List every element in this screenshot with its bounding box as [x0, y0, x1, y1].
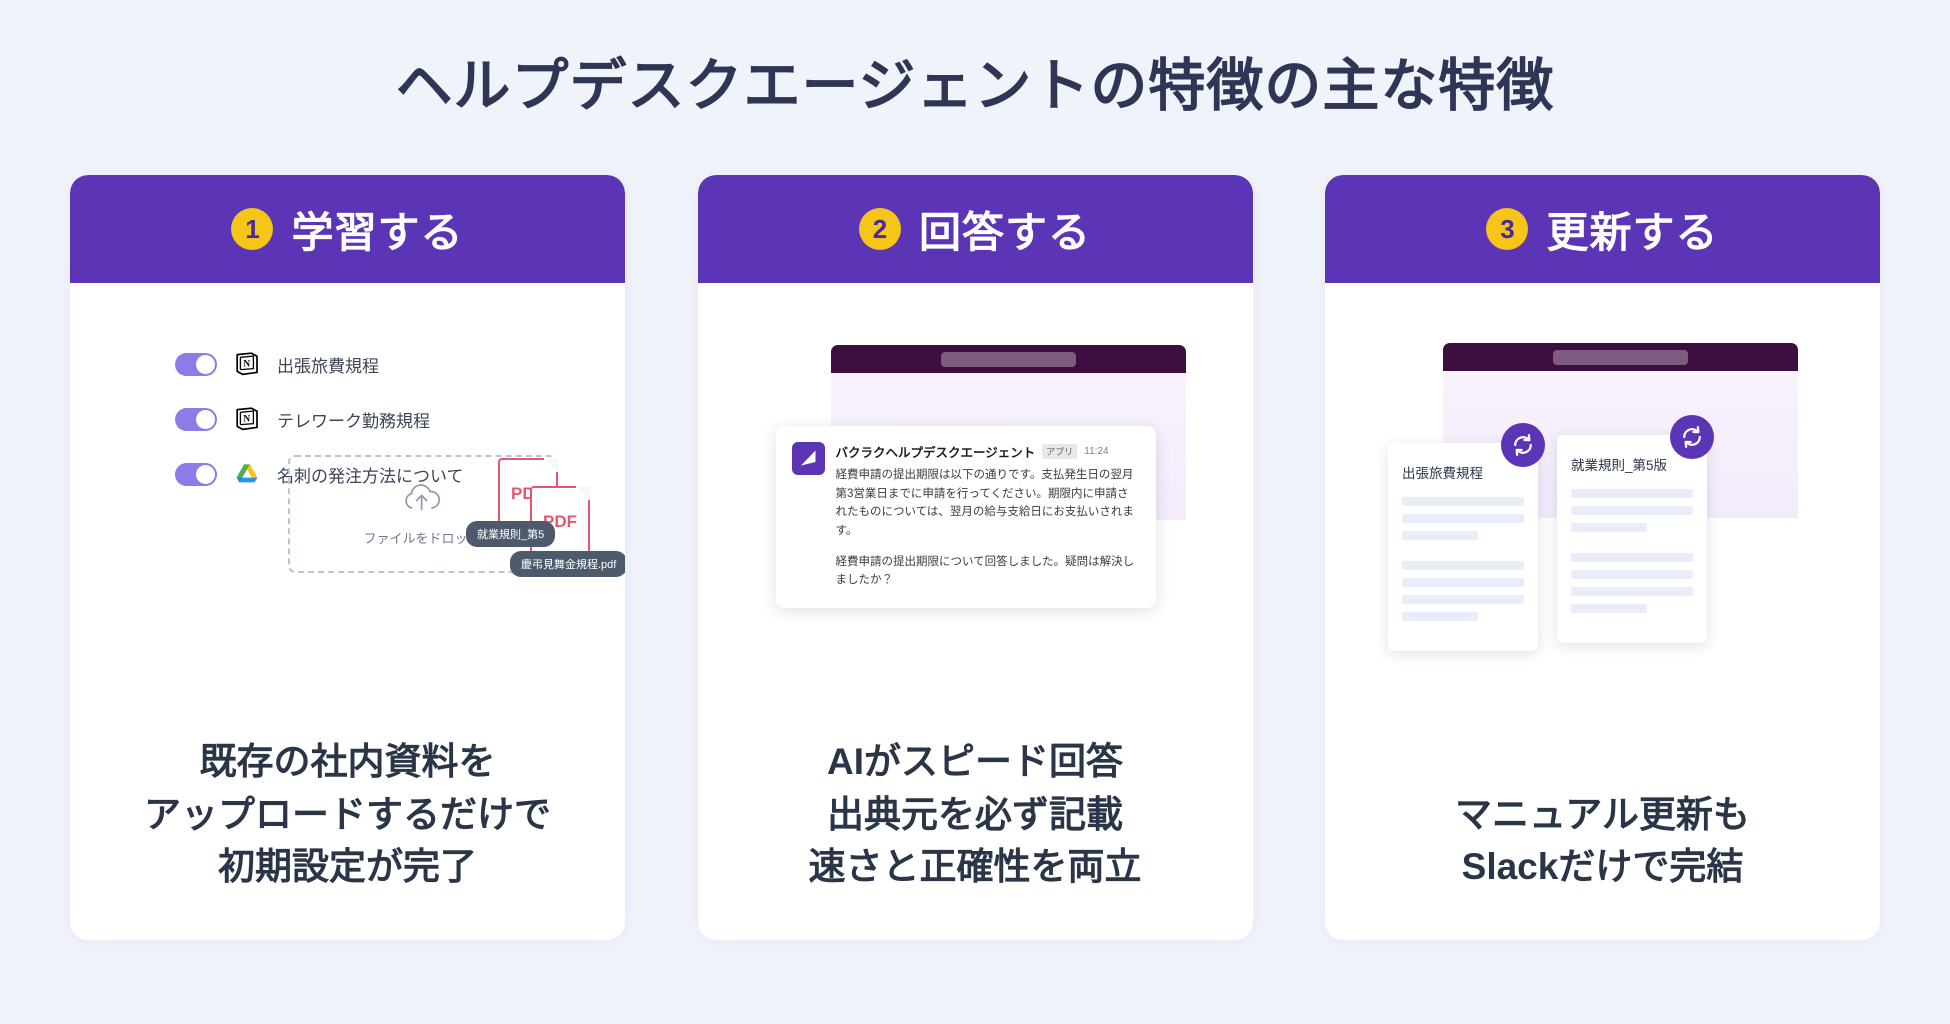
caption-line: マニュアル更新も [1455, 793, 1750, 835]
document-text-line [1402, 578, 1524, 587]
document-text-line [1402, 595, 1524, 604]
feature-card-update: 3 更新する 出張旅費規程 [1325, 175, 1880, 940]
feature-card-answer: 2 回答する [697, 175, 1253, 940]
document-spacer [1571, 540, 1693, 553]
document-text-line [1571, 570, 1693, 579]
card-visual-answer: バクラクヘルプデスクエージェント アプリ 11:24 経費申請の提出期限は以下の… [698, 283, 1253, 736]
message-header: バクラクヘルプデスクエージェント アプリ 11:24 経費申請の提出期限は以下の… [791, 442, 1139, 590]
caption-line: 速さと正確性を両立 [808, 846, 1142, 888]
source-toggle-switch[interactable] [175, 407, 217, 431]
dropzone-label: ファイルをドロップ [363, 531, 481, 546]
source-label: 名刺の発注方法について [277, 466, 464, 486]
cloud-upload-icon [400, 481, 444, 520]
agent-avatar [791, 442, 825, 475]
slack-search-bar[interactable] [940, 351, 1076, 367]
source-label: 出張旅費規程 [277, 356, 379, 376]
card-visual-learn: N 出張旅費規程 N [70, 283, 625, 736]
document-text-line [1402, 561, 1524, 570]
document-card[interactable]: 出張旅費規程 [1388, 443, 1538, 651]
svg-text:N: N [243, 413, 250, 424]
slack-topbar [830, 345, 1186, 373]
message-timestamp: 11:24 [1084, 446, 1109, 457]
card-header-update: 3 更新する [1325, 175, 1880, 283]
caption-line: 出典元を必ず記載 [827, 793, 1123, 835]
message-meta: バクラクヘルプデスクエージェント アプリ 11:24 [836, 442, 1139, 461]
feature-cards-row: 1 学習する N 出張旅費規程 [70, 175, 1880, 940]
card-header-answer: 2 回答する [697, 175, 1253, 283]
sync-refresh-icon [1501, 423, 1545, 467]
feature-card-learn: 1 学習する N 出張旅費規程 [70, 175, 625, 940]
caption-line: アップロードするだけで [144, 793, 551, 835]
file-name-chip: 就業規則_第5 [466, 521, 556, 547]
document-text-line [1571, 523, 1647, 532]
document-text-line [1571, 506, 1693, 515]
slack-search-bar[interactable] [1553, 349, 1688, 365]
source-row[interactable]: 名刺の発注方法について [175, 461, 464, 487]
card-caption-update: マニュアル更新も Slackだけで完結 [1325, 789, 1880, 940]
document-text-line [1571, 553, 1693, 562]
message-text: 経費申請の提出期限は以下の通りです。支払発生日の翌月第3営業日までに申請を行って… [836, 466, 1139, 590]
caption-line: 既存の社内資料を [199, 741, 496, 783]
step-badge-2: 2 [858, 208, 901, 250]
document-text-line [1571, 587, 1693, 596]
source-toggle-switch[interactable] [175, 462, 217, 486]
card-title-update: 更新する [1546, 208, 1719, 256]
document-text-line [1402, 612, 1478, 621]
slack-topbar [1443, 343, 1798, 371]
card-caption-answer: AIがスピード回答 出典元を必ず記載 速さと正確性を両立 [698, 736, 1253, 940]
document-text-line [1402, 514, 1524, 523]
card-title-answer: 回答する [918, 208, 1091, 256]
notion-icon: N [234, 406, 260, 432]
document-title: 出張旅費規程 [1402, 466, 1483, 481]
notion-icon: N [234, 351, 260, 377]
source-toggle-switch[interactable] [175, 352, 217, 376]
sync-refresh-icon [1670, 415, 1714, 459]
document-text-line [1402, 497, 1524, 506]
caption-line: 初期設定が完了 [218, 846, 477, 888]
document-spacer [1402, 548, 1524, 561]
page-title: ヘルプデスクエージェントの特徴の主な特徴 [395, 54, 1555, 118]
source-row[interactable]: N 出張旅費規程 [175, 351, 464, 377]
document-card[interactable]: 就業規則_第5版 [1557, 435, 1707, 643]
document-text-line [1571, 489, 1693, 498]
message-body: バクラクヘルプデスクエージェント アプリ 11:24 経費申請の提出期限は以下の… [836, 442, 1139, 590]
app-badge: アプリ [1042, 444, 1078, 459]
source-label: テレワーク勤務規程 [277, 411, 430, 431]
document-text-line [1402, 531, 1478, 540]
step-badge-3: 3 [1486, 208, 1529, 250]
document-text-line [1571, 604, 1647, 613]
card-title-learn: 学習する [291, 208, 464, 256]
card-visual-update: 出張旅費規程 就業規則_第5版 [1325, 283, 1880, 789]
agent-message-card: バクラクヘルプデスクエージェント アプリ 11:24 経費申請の提出期限は以下の… [775, 426, 1156, 608]
svg-text:N: N [243, 358, 250, 369]
caption-line: AIがスピード回答 [827, 741, 1123, 783]
source-row[interactable]: N テレワーク勤務規程 [175, 406, 464, 432]
google-drive-icon [234, 461, 260, 487]
card-caption-learn: 既存の社内資料を アップロードするだけで 初期設定が完了 [70, 736, 625, 940]
caption-line: Slackだけで完結 [1461, 846, 1744, 888]
file-name-chip: 慶弔見舞金規程.pdf [510, 551, 625, 577]
message-paragraph: 経費申請の提出期限について回答しました。疑問は解決しましたか？ [835, 555, 1135, 587]
card-header-learn: 1 学習する [70, 175, 625, 283]
message-sender-name: バクラクヘルプデスクエージェント [835, 446, 1036, 460]
message-paragraph: 経費申請の提出期限は以下の通りです。支払発生日の翌月第3営業日までに申請を行って… [835, 469, 1134, 537]
document-title: 就業規則_第5版 [1571, 458, 1668, 473]
source-toggle-list: N 出張旅費規程 N [175, 351, 464, 516]
step-badge-1: 1 [231, 208, 274, 250]
